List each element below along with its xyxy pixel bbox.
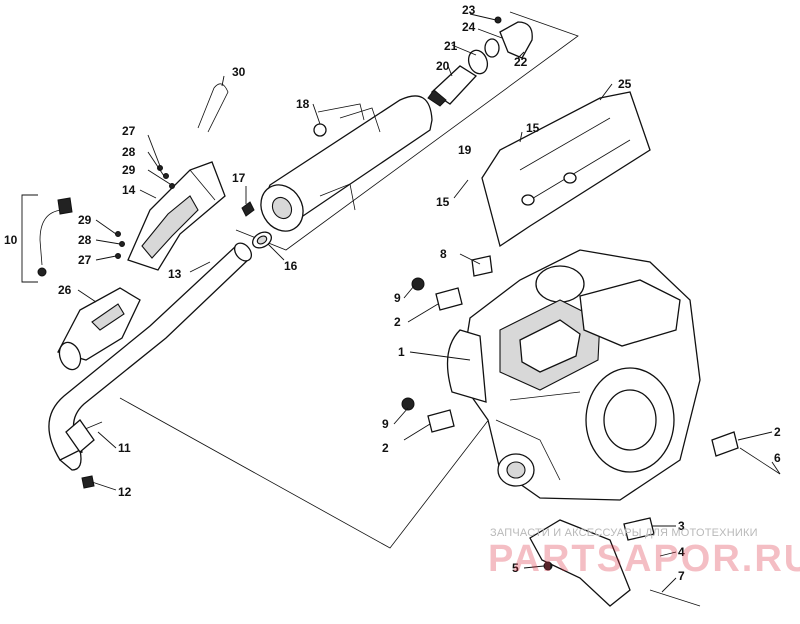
callout-1: 1: [398, 345, 405, 359]
callout-3: 3: [678, 519, 685, 533]
callout-17: 17: [232, 171, 246, 185]
callout-12: 12: [118, 485, 132, 499]
spark-arrestor-parts: [467, 16, 533, 75]
callout-2b: 2: [382, 441, 389, 455]
callout-21: 21: [444, 39, 458, 53]
tailpipe: [427, 65, 478, 107]
callout-9a: 9: [394, 291, 401, 305]
callout-28a: 28: [122, 145, 136, 159]
muffler: [260, 95, 433, 232]
o2-sensor: [37, 197, 73, 277]
header-shield: [127, 161, 226, 271]
callout-29b: 29: [78, 213, 92, 227]
callout-9b: 9: [382, 417, 389, 431]
engine-mount-hardware: [401, 255, 781, 607]
callout-2c: 2: [774, 425, 781, 439]
callout-26: 26: [58, 283, 72, 297]
callout-24: 24: [462, 20, 476, 34]
callout-27b: 27: [78, 253, 92, 267]
callout-16: 16: [284, 259, 298, 273]
callout-6: 6: [774, 451, 781, 465]
callout-19: 19: [458, 143, 472, 157]
callout-10: 10: [4, 233, 18, 247]
callout-23: 23: [462, 3, 476, 17]
callout-5: 5: [512, 561, 519, 575]
callout-20: 20: [436, 59, 450, 73]
watermark-tagline: ЗАПЧАСТИ И АКСЕССУАРЫ ДЛЯ МОТОТЕХНИКИ: [490, 527, 758, 539]
callout-25: 25: [618, 77, 632, 91]
callout-labels: 23 24 21 22 20 25 30 18 15 19 15 27 28 2…: [4, 3, 781, 583]
callout-11: 11: [118, 441, 131, 455]
callout-2a: 2: [394, 315, 401, 329]
leader-lines: [77, 13, 781, 593]
callout-18: 18: [296, 97, 310, 111]
callout-22: 22: [514, 55, 528, 69]
callout-28b: 28: [78, 233, 92, 247]
engine-assembly: [446, 249, 701, 501]
lower-heat-shield: [57, 287, 141, 371]
callout-27a: 27: [122, 124, 136, 138]
callout-8: 8: [440, 247, 447, 261]
muffler-heat-shield: [481, 91, 651, 248]
callout-14: 14: [122, 183, 136, 197]
fasteners: [65, 83, 229, 489]
callout-30: 30: [232, 65, 246, 79]
callout-13: 13: [168, 267, 182, 281]
callout-7: 7: [678, 569, 685, 583]
callout-15b: 15: [436, 195, 450, 209]
callout-4: 4: [678, 545, 685, 559]
callout-29a: 29: [122, 163, 136, 177]
assembly-frame-lines: [21, 11, 579, 549]
gaskets: [241, 123, 327, 249]
callout-15a: 15: [526, 121, 540, 135]
watermark-logo: PARTSAPOR.RU: [488, 538, 800, 580]
